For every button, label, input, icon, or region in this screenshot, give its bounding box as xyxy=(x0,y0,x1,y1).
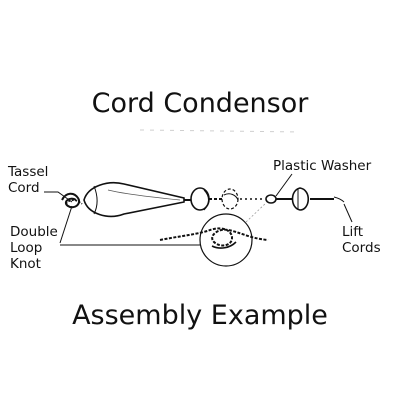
leader-washer xyxy=(275,173,293,197)
tassel-cord-knot-icon xyxy=(61,192,83,209)
magnified-knot-icon xyxy=(159,213,269,267)
leader-lift xyxy=(343,203,353,223)
label-lift-line1: Lift xyxy=(342,224,364,240)
label-plastic-washer: Plastic Washer xyxy=(273,158,372,174)
teardrop-condensor-icon xyxy=(83,182,185,218)
diagram-title: Cord Condensor xyxy=(91,88,309,119)
leader-knot xyxy=(59,205,73,244)
label-lift-line2: Cords xyxy=(342,240,381,256)
label-double-loop-knot: Double Loop Knot xyxy=(10,224,70,272)
bead-icon xyxy=(190,187,210,211)
label-knot-line1: Double xyxy=(10,224,58,240)
label-tassel-cord: Tassel Cord xyxy=(8,164,68,196)
end-bead-icon xyxy=(291,187,310,211)
leader-tassel xyxy=(44,191,73,203)
faint-guide-line xyxy=(139,129,301,133)
lift-cord-end xyxy=(333,196,345,203)
label-knot-line2: Loop xyxy=(10,240,43,256)
label-tassel-line1: Tassel xyxy=(8,164,49,180)
label-tassel-line2: Cord xyxy=(8,180,40,196)
second-bead-icon xyxy=(221,188,239,210)
detail-guide xyxy=(245,202,267,223)
diagram-subtitle: Assembly Example xyxy=(72,300,328,331)
label-lift-cords: Lift Cords xyxy=(342,224,392,256)
label-knot-line3: Knot xyxy=(10,256,41,272)
